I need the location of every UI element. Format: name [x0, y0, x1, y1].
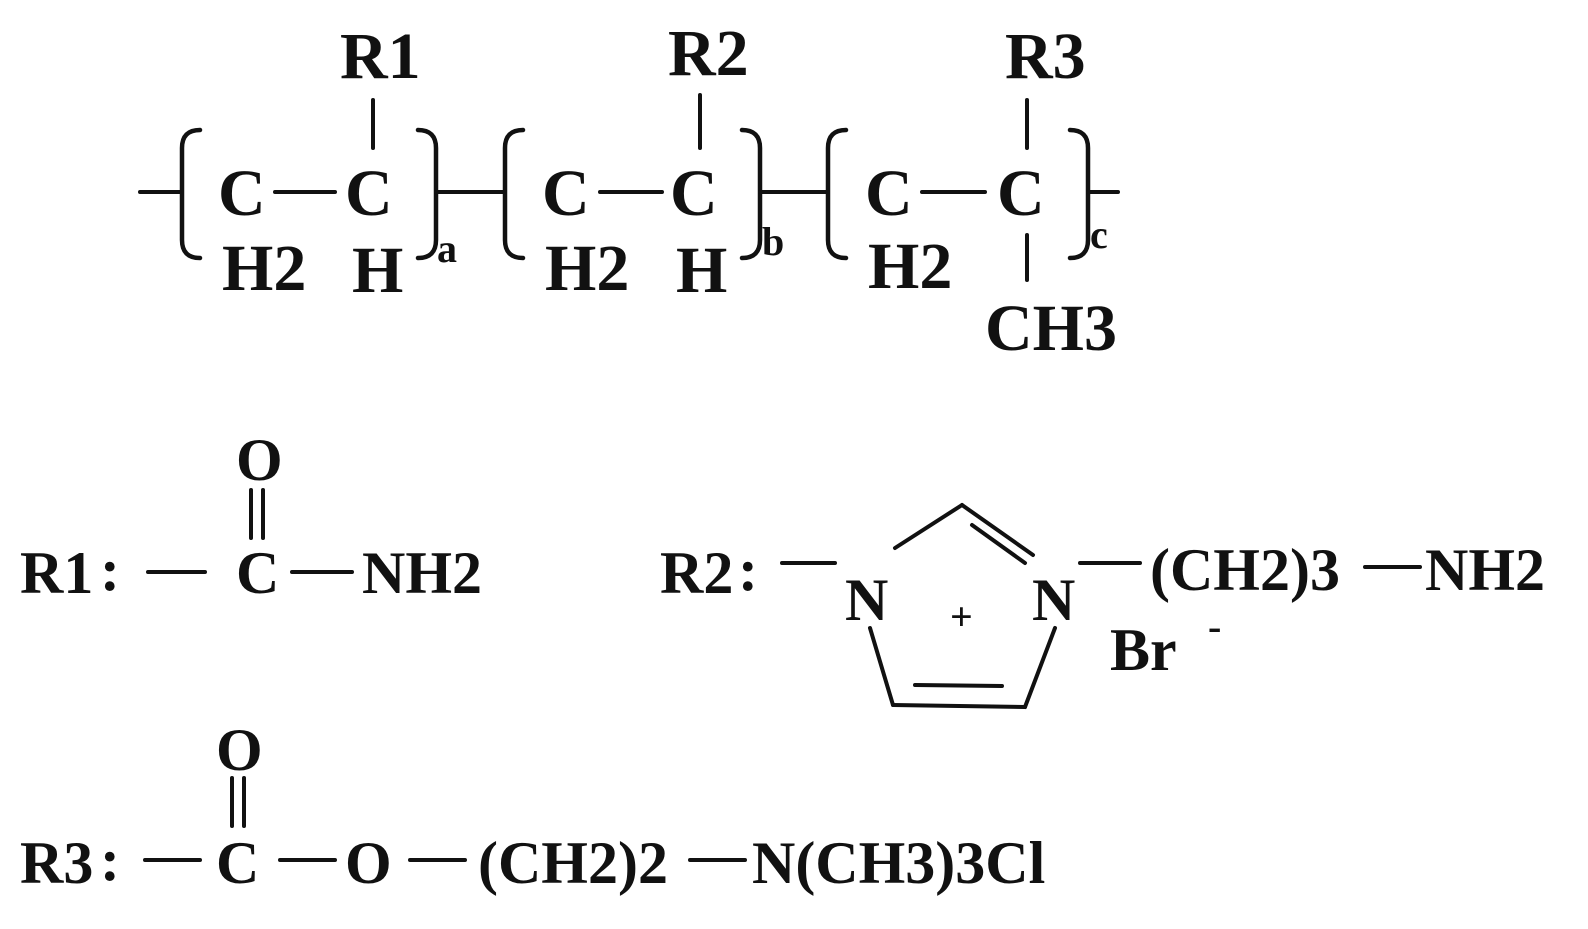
subscript-c: c [1090, 212, 1108, 257]
r3-ester-oxygen: O [345, 830, 392, 896]
r2-definition: R2 : N N + (CH2)3 NH2 Br - [660, 503, 1545, 709]
r1-definition: R1 : O C NH2 [20, 427, 482, 606]
methine-h-a: H [352, 234, 403, 307]
carbon-a2: C [345, 157, 393, 230]
r2-counterion: Br [1110, 617, 1177, 683]
r1-oxygen: O [236, 427, 283, 493]
methine-h-b: H [676, 234, 727, 307]
methylene-a: H2 [222, 232, 306, 305]
methyl-c: CH3 [985, 292, 1117, 365]
bracket-a-left [179, 127, 203, 261]
bracket-c-left [825, 127, 849, 261]
r3-ammonium: N(CH3)3Cl [752, 830, 1045, 896]
r3-carbon: C [216, 830, 259, 896]
r1-colon: : [100, 537, 120, 603]
ring-bond-c5-c4-double [913, 683, 1004, 688]
r2-label: R2 [660, 540, 733, 606]
polymer-backbone: C C R1 H2 H a C C R2 H2 H b C C R3 H2 CH… [138, 17, 1120, 365]
substituent-r1-label: R1 [340, 20, 421, 93]
substituent-r2-label: R2 [668, 17, 749, 90]
substituent-r3-label: R3 [1005, 20, 1086, 93]
r2-n1: N [845, 567, 888, 633]
ring-bond-c5-c4 [891, 703, 1027, 709]
r2-colon: : [738, 537, 758, 603]
subscript-b: b [762, 219, 784, 264]
r1-label: R1 [20, 540, 93, 606]
bracket-a-right [415, 127, 439, 261]
ring-bond-c2-n3 [960, 503, 1035, 557]
ring-bond-n1-c2 [893, 503, 964, 550]
ring-bond-n1-c5 [868, 626, 895, 707]
r1-amine: NH2 [362, 540, 482, 606]
carbon-c1: C [865, 157, 913, 230]
r3-label: R3 [20, 830, 93, 896]
r2-amine: NH2 [1425, 537, 1545, 603]
subscript-a: a [437, 226, 457, 271]
ring-bond-c4-n3 [1023, 626, 1057, 709]
methylene-b: H2 [545, 232, 629, 305]
methylene-c: H2 [868, 230, 952, 303]
r3-colon: : [100, 827, 120, 893]
carbon-b2: C [670, 157, 718, 230]
ring-bond-c2-n3-double [970, 523, 1027, 565]
r3-chain: (CH2)2 [478, 830, 668, 896]
r2-counterion-charge: - [1208, 604, 1221, 649]
r3-definition: R3 : O C O (CH2)2 N(CH3)3Cl [20, 717, 1045, 896]
r2-chain: (CH2)3 [1150, 537, 1340, 603]
carbon-a1: C [218, 157, 266, 230]
r1-carbon: C [236, 540, 279, 606]
bracket-b-right [739, 127, 763, 261]
carbon-b1: C [542, 157, 590, 230]
bracket-b-left [502, 127, 526, 261]
r3-oxygen-top: O [216, 717, 263, 783]
bracket-c-right [1067, 127, 1091, 261]
r2-n3: N [1032, 567, 1075, 633]
r2-ring-charge: + [950, 594, 973, 639]
carbon-c2: C [997, 157, 1045, 230]
